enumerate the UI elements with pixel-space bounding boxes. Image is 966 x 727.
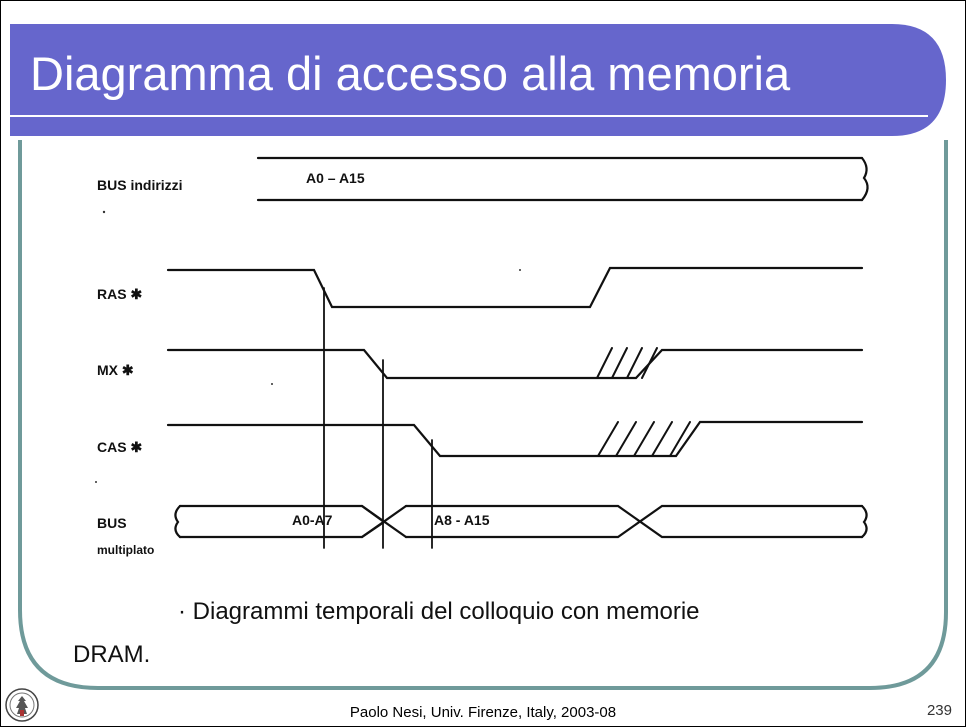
label-ras: RAS ✱	[97, 286, 143, 302]
label-multiplato: multiplato	[97, 543, 155, 557]
label-row-address: A0-A7	[292, 512, 333, 528]
page-number: 239	[926, 702, 952, 719]
mx-waveform	[166, 347, 864, 380]
content-frame	[18, 140, 948, 690]
diagram-caption-line1: · Diagrammi temporali del colloquio con …	[178, 598, 700, 625]
title-bar	[10, 24, 946, 136]
slide-title: Diagramma di accesso alla memoria	[30, 47, 791, 100]
ras-waveform	[166, 266, 864, 309]
label-address-range: A0 – A15	[306, 170, 365, 186]
timing-markers	[323, 287, 433, 549]
label-mx: MX ✱	[97, 362, 134, 378]
diagram-caption-line2: DRAM.	[73, 641, 151, 668]
timing-diagram	[166, 156, 869, 549]
label-cas: CAS ✱	[97, 439, 143, 455]
university-logo	[5, 688, 39, 722]
scan-specks	[95, 210, 521, 483]
label-bus-multiplato: BUS	[97, 515, 127, 531]
footer-author: Paolo Nesi, Univ. Firenze, Italy, 2003-0…	[349, 704, 617, 721]
cas-waveform	[166, 420, 864, 458]
label-col-address: A8 - A15	[434, 512, 490, 528]
bus-multiplato-waveform	[174, 504, 868, 539]
label-bus-indirizzi: BUS indirizzi	[97, 177, 183, 193]
bus-indirizzi-waveform	[256, 156, 869, 202]
